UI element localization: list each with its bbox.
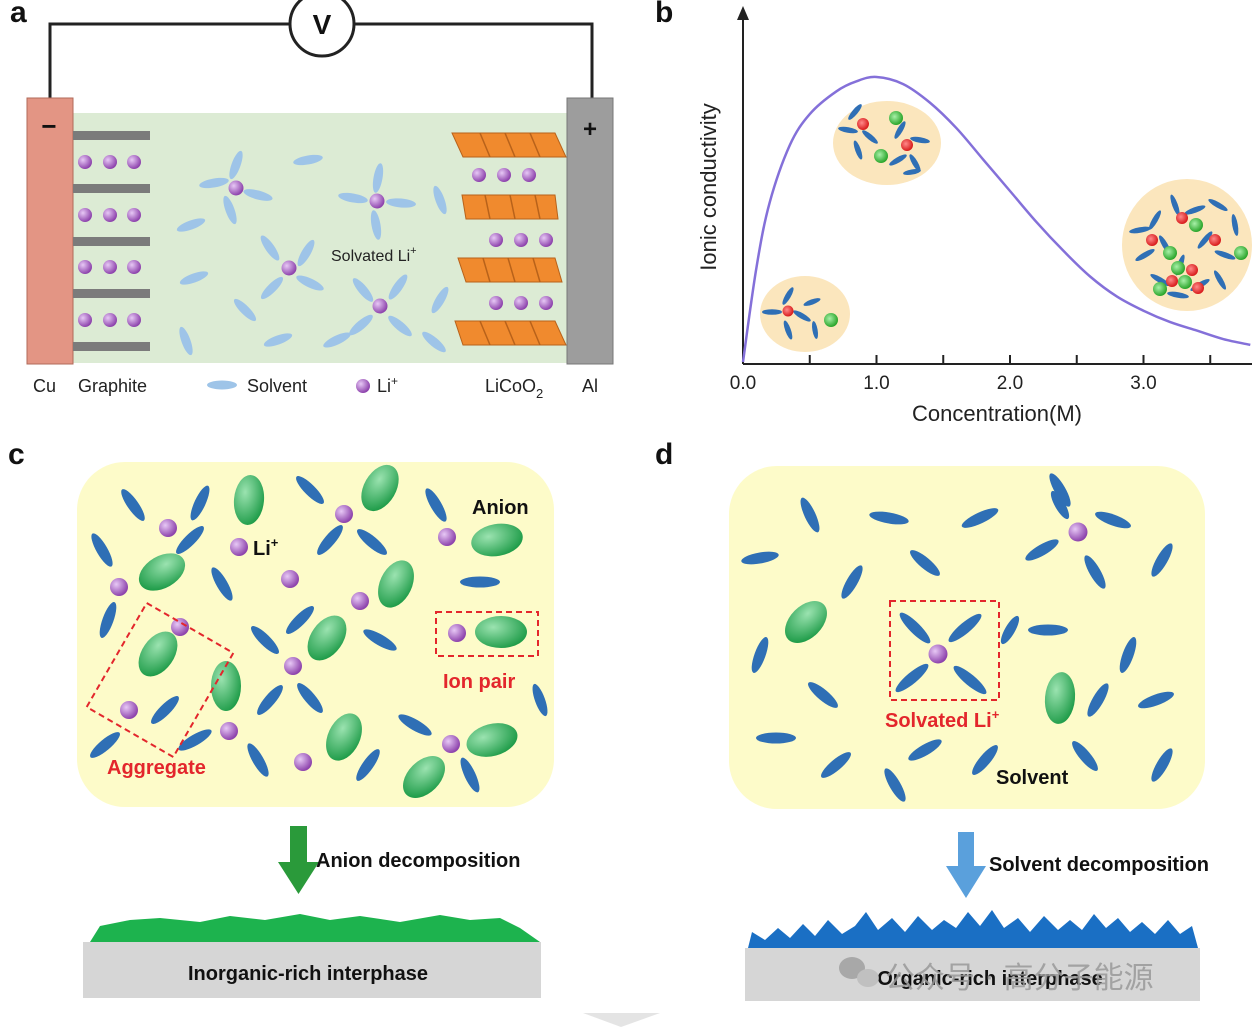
plus-sign: + bbox=[583, 116, 597, 143]
conductivity-curve bbox=[741, 75, 1251, 363]
scroll-hint-chevron bbox=[583, 1013, 660, 1027]
watermark-text: 公众号 · 高分子能源 bbox=[885, 961, 1154, 996]
solvent-decomposition-label: Solvent decomposition bbox=[989, 854, 1209, 876]
voltmeter-label: V bbox=[313, 9, 332, 40]
panel-letter-d: d bbox=[655, 438, 673, 471]
x-tick-labels: 0.0 1.0 2.0 3.0 bbox=[730, 373, 1157, 394]
x-axis-label: Concentration(M) bbox=[912, 401, 1082, 426]
wechat-icon bbox=[839, 957, 879, 987]
li-ions-c bbox=[110, 505, 466, 771]
organic-interphase-label: Organic-rich interphase bbox=[877, 968, 1103, 990]
legend-li: Li+ bbox=[377, 374, 398, 396]
li-ions-d bbox=[928, 522, 1088, 664]
substrate-d bbox=[745, 948, 1200, 1001]
organic-layer bbox=[748, 910, 1198, 948]
panel-a: a V − + bbox=[10, 0, 614, 401]
licoo2-li-ions bbox=[472, 168, 553, 310]
solvent-label-d: Solvent bbox=[996, 767, 1069, 789]
anions-c bbox=[138, 464, 527, 798]
solvent-molecules-c bbox=[90, 476, 548, 793]
cu-electrode bbox=[26, 97, 74, 365]
arrow-down-c bbox=[278, 826, 319, 894]
inset-high-conc bbox=[1122, 179, 1252, 311]
panel-letter-b: b bbox=[655, 0, 673, 29]
arrow-down-d bbox=[946, 832, 986, 898]
y-axis-label: Ionic conductivity bbox=[696, 103, 721, 271]
legend-licoo2: LiCoO2 bbox=[485, 376, 543, 401]
anions-d bbox=[785, 601, 1076, 724]
substrate-c bbox=[83, 942, 541, 998]
solvated-li-label-a: Solvated Li+ bbox=[331, 245, 417, 265]
electrolyte-solvent-molecules bbox=[176, 150, 449, 356]
electrolyte-box-d bbox=[729, 466, 1205, 809]
x-ticks bbox=[742, 355, 1212, 364]
x-tick-label: 2.0 bbox=[997, 373, 1023, 394]
solvated-li-box-d bbox=[889, 600, 1000, 701]
panel-c: c bbox=[8, 438, 554, 998]
legend-solvent: Solvent bbox=[247, 376, 307, 396]
legend-graphite: Graphite bbox=[78, 376, 147, 396]
aggregate-label: Aggregate bbox=[107, 757, 206, 779]
legend-al: Al bbox=[582, 376, 598, 396]
solvated-li-label-d: Solvated Li+ bbox=[885, 707, 1000, 732]
inset-low-conc bbox=[760, 276, 850, 352]
anion-decomposition-label: Anion decomposition bbox=[316, 850, 520, 872]
inorganic-interphase-label: Inorganic-rich interphase bbox=[188, 963, 428, 985]
ion-pair-box bbox=[435, 611, 539, 657]
anion-label: Anion bbox=[472, 497, 529, 519]
legend-cu: Cu bbox=[33, 376, 56, 396]
panel-letter-c: c bbox=[8, 438, 25, 471]
ion-pair-label: Ion pair bbox=[443, 671, 515, 693]
x-tick-label: 0.0 bbox=[730, 373, 756, 394]
legend-solvent-icon bbox=[207, 380, 237, 390]
electrolyte-li-ions bbox=[228, 180, 388, 314]
minus-sign: − bbox=[41, 111, 56, 141]
li-label-c: Li+ bbox=[253, 535, 279, 560]
inorganic-layer bbox=[90, 914, 540, 942]
inset-mid-conc bbox=[833, 101, 941, 185]
solvent-molecules-d bbox=[741, 473, 1174, 802]
x-tick-label: 3.0 bbox=[1130, 373, 1156, 394]
voltmeter-circle bbox=[288, 0, 356, 58]
watermark: 公众号 · 高分子能源 bbox=[583, 957, 1154, 1027]
y-axis-arrow bbox=[737, 6, 749, 20]
panel-d: d bbox=[655, 438, 1209, 1001]
panel-b: b 0.0 1.0 2.0 3.0 Concentration(M) Ionic co… bbox=[655, 0, 1252, 426]
panel-letter-a: a bbox=[10, 0, 27, 29]
legend-li-icon bbox=[356, 379, 370, 393]
x-tick-label: 1.0 bbox=[863, 373, 889, 394]
circuit-wire bbox=[48, 22, 594, 98]
licoo2-stripes bbox=[479, 132, 541, 346]
graphite-li-ions bbox=[78, 155, 141, 327]
graphite-layers bbox=[73, 131, 150, 351]
al-electrode bbox=[566, 97, 614, 365]
